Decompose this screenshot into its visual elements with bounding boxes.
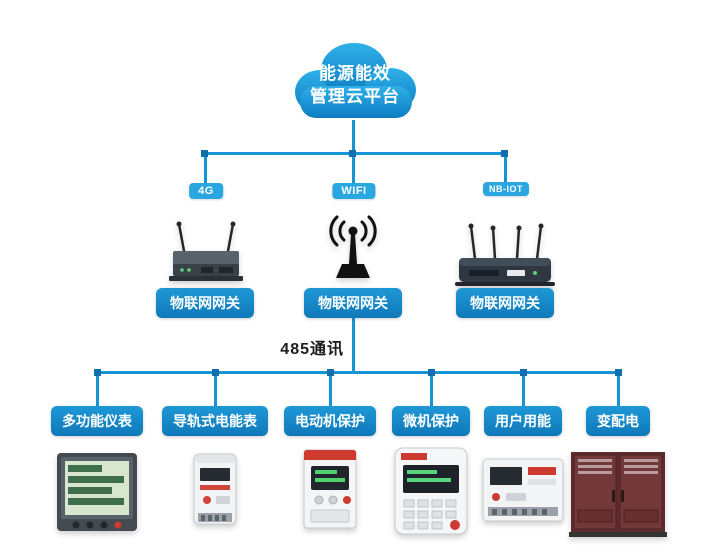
microcomputer-protection-image xyxy=(393,446,469,536)
badge-4g: 4G xyxy=(189,183,223,199)
badge-wifi: WIFI xyxy=(332,183,376,199)
terminal-label-din-rail-meter: 导轨式电能表 xyxy=(162,406,268,436)
din-rail-meter-image xyxy=(182,452,248,530)
connector-line-4g-drop xyxy=(204,152,207,183)
gateway-label-wifi: 物联网网关 xyxy=(304,288,402,318)
connector-line-nbiot-drop xyxy=(504,152,507,183)
junction-node xyxy=(201,150,208,157)
connector-line-terminal-1 xyxy=(96,371,99,406)
motor-protection-image xyxy=(301,448,359,530)
terminal-label-multifunction-meter: 多功能仪表 xyxy=(51,406,143,436)
badge-nbiot: NB-IOT xyxy=(483,182,529,196)
junction-node xyxy=(94,369,101,376)
connector-line-terminal-4 xyxy=(430,371,433,406)
multifunction-meter-image xyxy=(54,450,140,536)
gateway-label-nbiot: 物联网网关 xyxy=(456,288,554,318)
4g-router-image xyxy=(167,220,245,286)
cloud-title-line1: 能源能效 xyxy=(319,64,391,84)
terminal-label-microcomputer-protection: 微机保护 xyxy=(392,406,470,436)
cloud-icon xyxy=(295,43,416,118)
connector-line-terminal-5 xyxy=(522,371,525,406)
cloud-title-line2: 管理云平台 xyxy=(310,87,400,106)
terminal-label-motor-protection: 电动机保护 xyxy=(284,406,376,436)
junction-node xyxy=(520,369,527,376)
bus-485-label: 485通讯 xyxy=(280,341,344,358)
junction-node xyxy=(428,369,435,376)
connector-line-terminal-2 xyxy=(214,371,217,406)
terminal-label-user-energy: 用户用能 xyxy=(484,406,562,436)
wifi-antenna-image xyxy=(324,214,382,284)
junction-node xyxy=(501,150,508,157)
terminal-label-power-distribution: 变配电 xyxy=(586,406,650,436)
nbiot-router-image xyxy=(453,222,557,290)
junction-node xyxy=(615,369,622,376)
connector-line-wifi-drop xyxy=(352,152,355,183)
junction-node xyxy=(212,369,219,376)
power-distribution-cabinet-image xyxy=(569,450,667,538)
connector-line-terminal-3 xyxy=(329,371,332,406)
junction-node xyxy=(349,150,356,157)
user-energy-device-image xyxy=(480,455,566,527)
junction-node xyxy=(327,369,334,376)
connector-line-terminal-6 xyxy=(617,371,620,406)
cloud-platform-title: 能源能效 管理云平台 xyxy=(280,34,430,128)
connector-line-cloud xyxy=(352,120,355,153)
cloud-platform: 能源能效 管理云平台 xyxy=(280,34,430,128)
gateway-label-4g: 物联网网关 xyxy=(156,288,254,318)
connector-line-485 xyxy=(352,314,355,373)
connector-line-bottom-bus xyxy=(96,371,620,374)
